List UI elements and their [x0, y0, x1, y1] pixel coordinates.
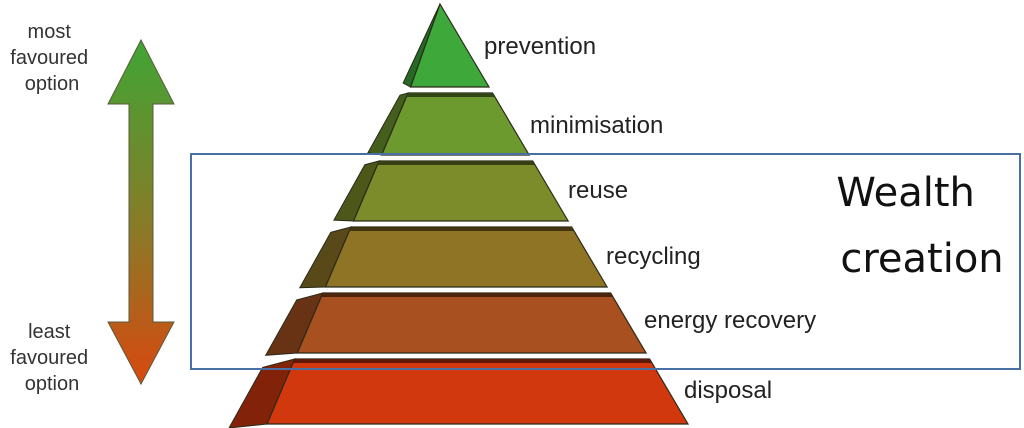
- least-favoured-line-2: favoured: [10, 347, 88, 369]
- least-favoured-line-3: option: [25, 373, 80, 395]
- tier-label-energy-recovery: energy recovery: [644, 307, 816, 334]
- most-favoured-line-3: option: [25, 73, 80, 95]
- least-favoured-label: least favoured option: [10, 321, 93, 395]
- tier-front-4: [296, 292, 648, 354]
- tier-label-minimisation: minimisation: [530, 112, 663, 139]
- tier-label-recycling: recycling: [606, 243, 701, 270]
- wealth-creation-line-2: creation: [840, 236, 1003, 282]
- most-favoured-label: most favoured option: [10, 21, 93, 95]
- tier-ledge-3: [348, 227, 574, 231]
- tier-front-1: [380, 92, 531, 156]
- wealth-creation-line-1: Wealth: [836, 170, 974, 216]
- tier-front-3: [324, 226, 609, 288]
- most-favoured-line-1: most: [28, 21, 72, 43]
- wealth-creation-box: [190, 153, 1021, 370]
- tier-front-0: [409, 2, 491, 88]
- tier-label-reuse: reuse: [568, 177, 628, 204]
- tier-front-2: [352, 160, 570, 222]
- least-favoured-line-1: least: [28, 321, 71, 343]
- preference-arrow-icon: [107, 38, 175, 386]
- tier-ledge-1: [406, 93, 495, 97]
- tier-label-prevention: prevention: [484, 33, 596, 60]
- most-favoured-line-2: favoured: [10, 47, 88, 69]
- tier-label-disposal: disposal: [684, 377, 772, 404]
- tier-ledge-2: [377, 161, 535, 165]
- tier-ledge-4: [320, 293, 613, 297]
- pyramid: [228, 2, 690, 428]
- tier-ledge-5: [292, 359, 652, 363]
- wealth-creation-label: Wealth creation: [836, 170, 1003, 282]
